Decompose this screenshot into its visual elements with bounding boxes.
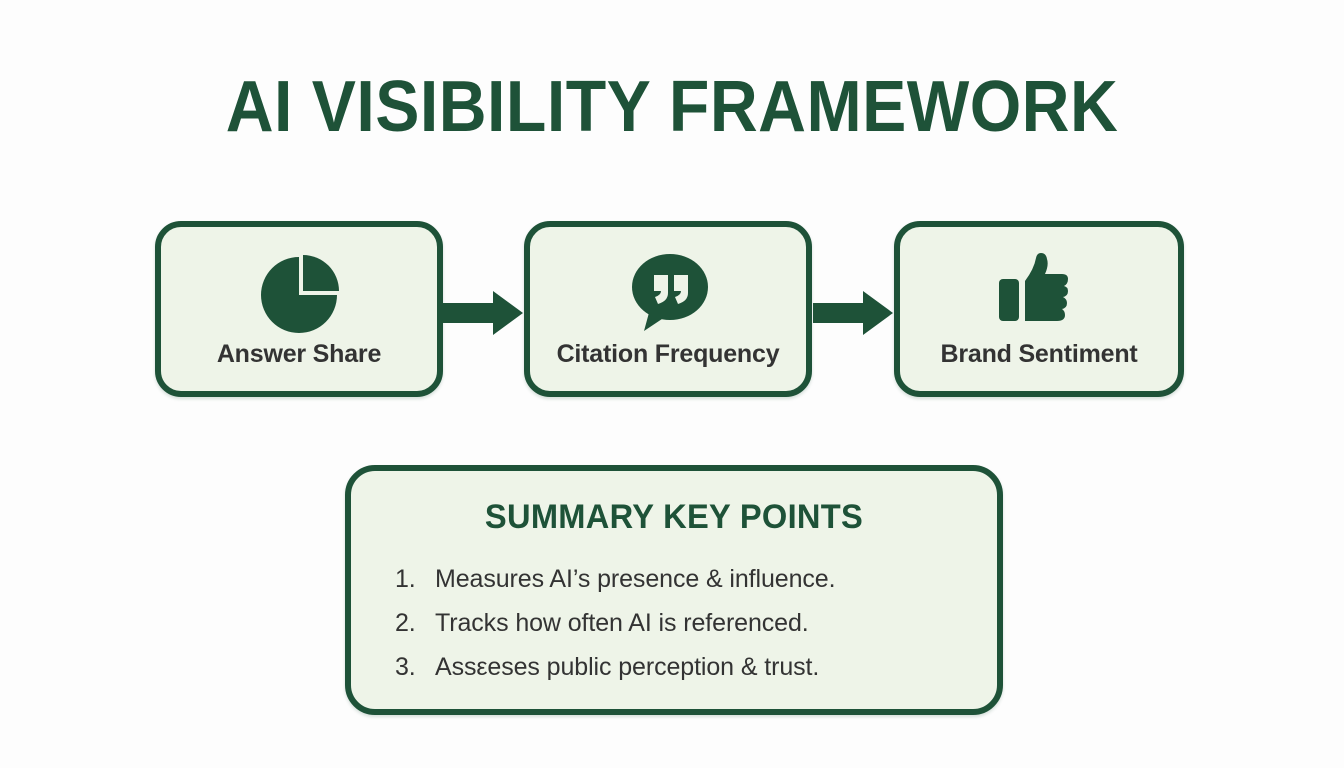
summary-point-number: 2. <box>395 609 416 637</box>
summary-heading: SUMMARY KEY POINTS <box>484 498 864 536</box>
stage-card-label: Citation Frequency <box>556 340 780 368</box>
summary-panel: SUMMARY KEY POINTS 1. Measures AI’s pres… <box>345 465 1003 715</box>
arrow-right-icon <box>443 289 523 337</box>
summary-points-list: 1. Measures AI’s presence & influence. 2… <box>395 557 971 689</box>
summary-point-item: 3. Assεeses public perception & trust. <box>395 645 971 689</box>
summary-point-number: 1. <box>395 565 416 593</box>
stage-card-brand-sentiment[interactable]: Brand Sentiment <box>894 221 1184 397</box>
summary-point-item: 1. Measures AI’s presence & influence. <box>395 557 971 601</box>
summary-point-item: 2. Tracks how often AI is referenced. <box>395 601 971 645</box>
stage-card-label: Brand Sentiment <box>940 340 1138 368</box>
pie-chart-icon <box>161 247 437 339</box>
summary-point-text: Assεeses public perception & trust. <box>435 653 820 681</box>
summary-point-text: Tracks how often AI is referenced. <box>435 609 809 637</box>
arrow-right-icon <box>813 289 893 337</box>
summary-point-number: 3. <box>395 653 416 681</box>
stage-card-label: Answer Share <box>216 340 382 368</box>
summary-point-text: Measures AI’s presence & influence. <box>435 565 836 593</box>
stage-card-answer-share[interactable]: Answer Share <box>155 221 443 397</box>
page-title: AI VISIBILITY FRAMEWORK <box>225 67 1119 147</box>
quote-speech-bubble-icon <box>530 247 806 339</box>
thumbs-up-icon <box>900 247 1178 339</box>
pipeline-row: Answer Share Citation Frequency <box>0 221 1344 401</box>
stage-card-citation-frequency[interactable]: Citation Frequency <box>524 221 812 397</box>
